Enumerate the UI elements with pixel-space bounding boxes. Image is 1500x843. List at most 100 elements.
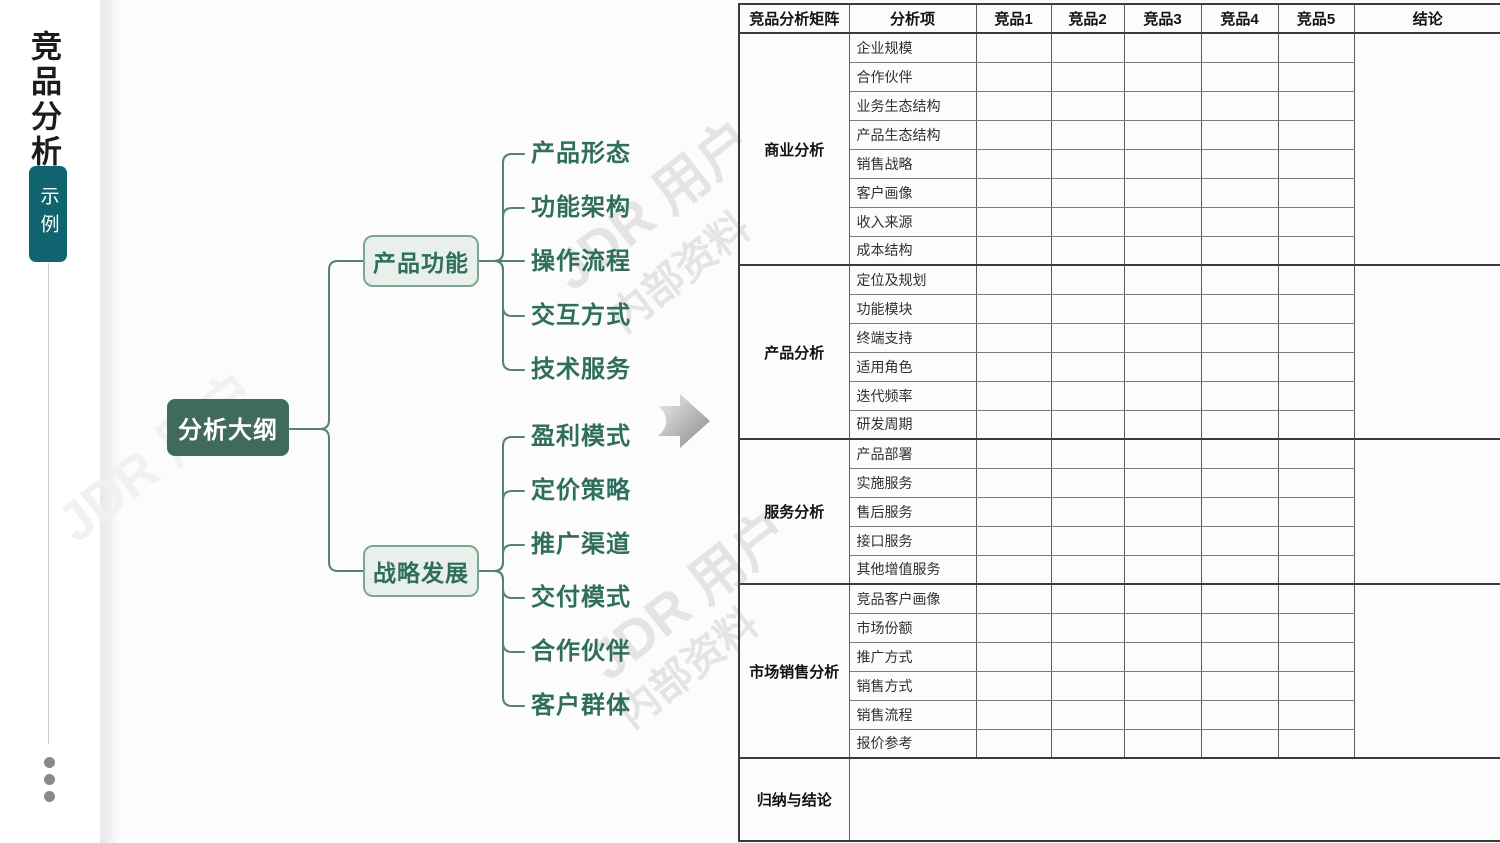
analysis-item: 销售战略 — [849, 149, 977, 179]
table-row: 接口服务 — [739, 526, 1500, 556]
analysis-item: 迭代频率 — [849, 381, 977, 411]
analysis-item: 客户画像 — [849, 178, 977, 208]
matrix-body: 商业分析企业规模合作伙伴业务生态结构产品生态结构销售战略客户画像收入来源成本结构… — [739, 33, 1500, 841]
analysis-item: 市场份额 — [849, 613, 977, 643]
analysis-item: 功能模块 — [849, 294, 977, 324]
matrix-cell — [976, 264, 1052, 295]
group-label: 商业分析 — [739, 33, 850, 266]
mindmap-root-node: 分析大纲 — [167, 399, 289, 456]
matrix-cell — [1124, 468, 1202, 498]
conclusion-cell — [1354, 583, 1500, 759]
column-header: 竞品3 — [1124, 4, 1202, 34]
analysis-item: 终端支持 — [849, 323, 977, 353]
matrix-cell — [976, 33, 1052, 63]
table-row: 迭代频率 — [739, 381, 1500, 411]
analysis-item: 销售流程 — [849, 700, 977, 730]
matrix-cell — [1278, 294, 1355, 324]
matrix-cell — [1201, 236, 1279, 266]
table-row: 服务分析产品部署 — [739, 438, 1500, 585]
matrix-cell — [1051, 33, 1125, 63]
matrix-cell — [976, 149, 1052, 179]
matrix-cell — [976, 381, 1052, 411]
matrix-cell — [1051, 410, 1125, 440]
matrix-cell — [976, 497, 1052, 527]
table-row: 收入来源 — [739, 207, 1500, 237]
matrix-cell — [1201, 613, 1279, 643]
matrix-cell — [1201, 468, 1279, 498]
analysis-item: 业务生态结构 — [849, 91, 977, 121]
matrix-cell — [1124, 352, 1202, 382]
matrix-cell — [1124, 700, 1202, 730]
conclusion-cell — [1354, 264, 1500, 440]
mindmap-branch-node: 战略发展 — [363, 545, 479, 597]
table-row: 适用角色 — [739, 352, 1500, 382]
matrix-cell — [1051, 207, 1125, 237]
table-row: 客户画像 — [739, 178, 1500, 208]
matrix-cell — [976, 526, 1052, 556]
analysis-item: 企业规模 — [849, 33, 977, 63]
analysis-item: 报价参考 — [849, 729, 977, 759]
analysis-item: 合作伙伴 — [849, 62, 977, 92]
table-row: 终端支持 — [739, 323, 1500, 353]
column-header: 竞品1 — [976, 4, 1052, 34]
matrix-cell — [1201, 91, 1279, 121]
analysis-item: 产品生态结构 — [849, 120, 977, 150]
matrix-cell — [1124, 671, 1202, 701]
matrix-title: 竞品分析矩阵 — [739, 4, 850, 34]
matrix-cell — [1201, 178, 1279, 208]
analysis-item: 研发周期 — [849, 410, 977, 440]
matrix-cell — [1201, 583, 1279, 614]
matrix-cell — [1051, 91, 1125, 121]
matrix-cell — [1051, 264, 1125, 295]
matrix-cell — [1124, 526, 1202, 556]
page-title: 竞品分析 — [26, 30, 61, 170]
matrix-cell — [1124, 613, 1202, 643]
analysis-item: 定位及规划 — [849, 264, 977, 295]
matrix-cell — [976, 410, 1052, 440]
sidebar-divider-line — [48, 263, 49, 744]
matrix-cell — [1051, 555, 1125, 585]
table-row: 销售战略 — [739, 149, 1500, 179]
matrix-cell — [1201, 526, 1279, 556]
matrix-cell — [1201, 323, 1279, 353]
matrix-cell — [1278, 207, 1355, 237]
matrix-cell — [1278, 178, 1355, 208]
matrix-cell — [1124, 438, 1202, 469]
matrix-cell — [976, 613, 1052, 643]
mindmap-leaf-label: 操作流程 — [531, 248, 631, 275]
analysis-item: 实施服务 — [849, 468, 977, 498]
matrix-cell — [1278, 729, 1355, 759]
matrix-cell — [1201, 264, 1279, 295]
matrix-cell — [1124, 62, 1202, 92]
matrix-cell — [976, 729, 1052, 759]
matrix-cell — [1051, 468, 1125, 498]
matrix-cell — [1051, 236, 1125, 266]
matrix-cell — [1201, 149, 1279, 179]
matrix-cell — [1278, 526, 1355, 556]
matrix-cell — [1051, 671, 1125, 701]
table-row: 市场销售分析竞品客户画像 — [739, 583, 1500, 759]
matrix-cell — [1051, 120, 1125, 150]
matrix-cell — [1278, 497, 1355, 527]
analysis-item: 其他增值服务 — [849, 555, 977, 585]
group-label: 服务分析 — [739, 438, 850, 585]
matrix-cell — [976, 555, 1052, 585]
mindmap-leaf-label: 推广渠道 — [531, 531, 631, 558]
mindmap-leaf-label: 合作伙伴 — [531, 638, 631, 665]
pager-dot — [44, 791, 55, 802]
matrix-cell — [1051, 729, 1125, 759]
matrix-cell — [1278, 120, 1355, 150]
competitive-matrix: 竞品分析矩阵 分析项 竞品1 竞品2 竞品3 竞品4 竞品5 结论 商业分析企业… — [738, 3, 1500, 842]
matrix-cell — [1124, 178, 1202, 208]
matrix-cell — [976, 671, 1052, 701]
matrix-cell — [1124, 323, 1202, 353]
matrix-cell — [1051, 583, 1125, 614]
matrix-cell — [1201, 438, 1279, 469]
matrix-cell — [1051, 438, 1125, 469]
table-row: 推广方式 — [739, 642, 1500, 672]
matrix-cell — [1051, 323, 1125, 353]
matrix-cell — [1201, 352, 1279, 382]
matrix-cell — [1124, 120, 1202, 150]
matrix-cell — [1278, 236, 1355, 266]
matrix-cell — [976, 178, 1052, 208]
